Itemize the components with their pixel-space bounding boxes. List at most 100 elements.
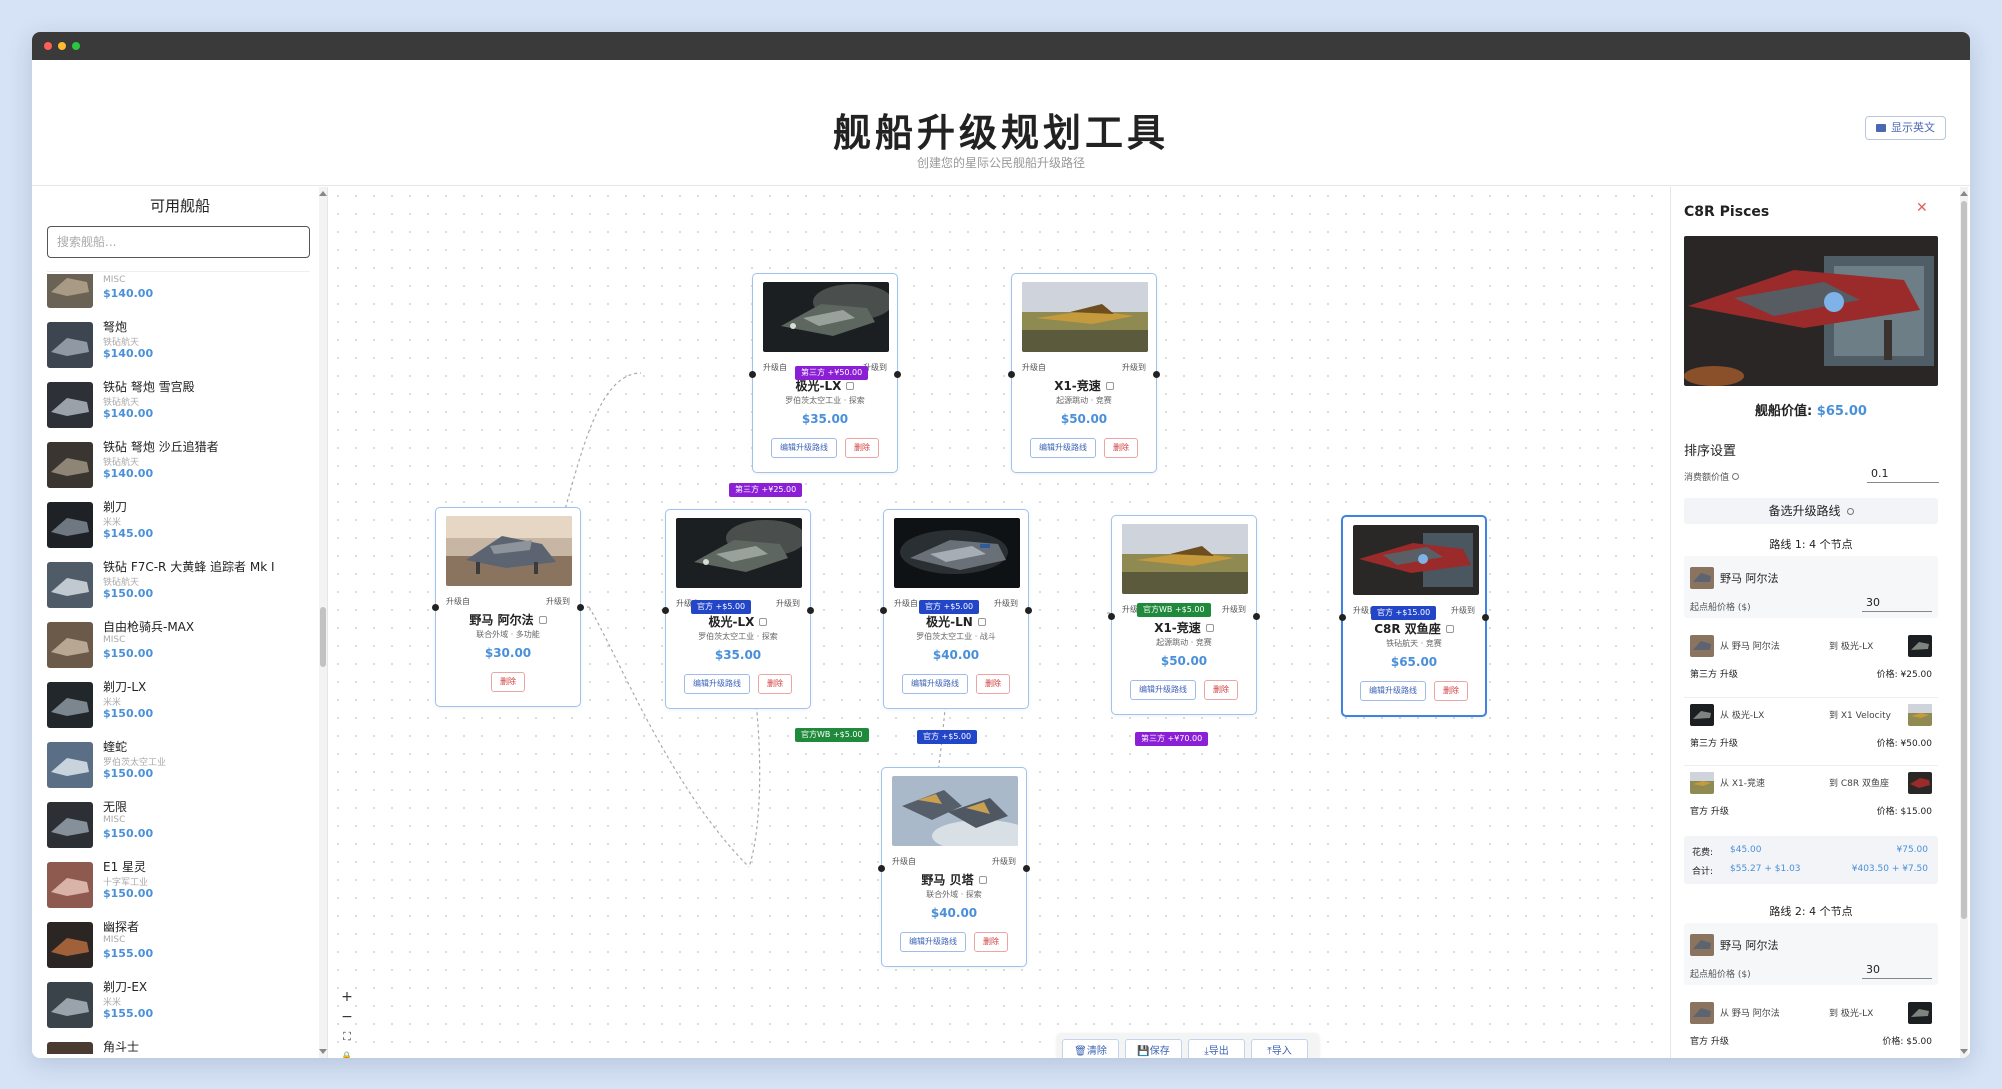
delete-node-button[interactable]: 删除 [1434,681,1468,701]
node-source-handle[interactable] [1153,371,1160,378]
scroll-up-arrow-icon[interactable] [1960,191,1968,196]
export-button[interactable]: ⤓导出 [1188,1039,1245,1058]
delete-node-button[interactable]: 删除 [1204,680,1238,700]
delete-node-button[interactable]: 删除 [974,932,1008,952]
copy-icon[interactable] [1445,625,1454,633]
edge-label[interactable]: 官方 +$5.00 [691,600,752,614]
ship-node-mustang-beta[interactable]: 升级自 升级到 野马 贝塔 联合外域 · 探索 $40.00 编辑升级路线删除 [878,767,1030,967]
list-item[interactable]: 角斗士铁砧航天$155.00 [47,1038,307,1054]
detail-scroll-thumb[interactable] [1961,201,1967,919]
save-button[interactable]: 💾保存 [1125,1039,1182,1058]
node-target-handle[interactable] [1108,613,1115,620]
ratio-input[interactable] [1867,465,1939,483]
node-target-handle[interactable] [662,607,669,614]
show-english-button[interactable]: 显示英文 [1865,116,1946,140]
node-source-handle[interactable] [1482,614,1489,621]
node-target-handle[interactable] [1008,371,1015,378]
edge-label[interactable]: 官方 +$5.00 [917,730,978,744]
close-window-button[interactable] [44,42,52,50]
copy-icon[interactable] [846,382,855,390]
delete-node-button[interactable]: 删除 [491,672,525,692]
node-target-handle[interactable] [432,604,439,611]
clear-button[interactable]: 🗑清除 [1062,1039,1119,1058]
detail-scrollbar[interactable] [1960,187,1968,1058]
step-from: 从 X1-竞速 [1720,779,1766,789]
scroll-down-arrow-icon[interactable] [1960,1049,1968,1054]
node-target-handle[interactable] [1339,614,1346,621]
close-icon[interactable]: ✕ [1916,200,1928,216]
info-icon[interactable] [1732,473,1740,480]
edge-label[interactable]: 第三方 +¥25.00 [729,483,803,497]
edit-route-button[interactable]: 编辑升级路线 [771,438,837,458]
copy-icon[interactable] [1105,382,1114,390]
ship-node-x1-top[interactable]: 升级自 升级到 X1-竞速 起源跳动 · 竞赛 $50.00 编辑升级路线删除 [1008,273,1160,473]
list-item[interactable]: 铁砧 弩炮 沙丘追猎者铁砧航天$140.00 [47,438,307,498]
list-item[interactable]: MISC$140.00 [47,274,307,318]
ship-node-aurora-lx-mid[interactable]: 升级自 升级到 极光-LX 罗伯茨太空工业 · 探索 $35.00 编辑升级路线… [662,509,814,709]
edit-route-button[interactable]: 编辑升级路线 [1360,681,1426,701]
copy-icon[interactable] [759,618,768,626]
list-item[interactable]: 蝰蛇罗伯茨太空工业$150.00 [47,738,307,798]
zoom-out-button[interactable]: − [341,1009,353,1025]
ship-node-mustang-alpha[interactable]: 升级自 升级到 野马 阿尔法 联合外域 · 多功能 $30.00 删除 [432,507,584,707]
node-source-handle[interactable] [1025,607,1032,614]
flow-canvas[interactable]: 升级自 升级到 野马 阿尔法 联合外域 · 多功能 $30.00 删除 升级自 … [329,187,1669,1058]
edge-label[interactable]: 第三方 +¥70.00 [1135,732,1209,746]
import-button[interactable]: ⤒导入 [1251,1039,1308,1058]
lock-icon[interactable]: 🔒 [341,1052,353,1058]
node-source-handle[interactable] [807,607,814,614]
delete-node-button[interactable]: 删除 [845,438,879,458]
list-item[interactable]: 剃刀米米$145.00 [47,498,307,558]
ship-thumbnail [1690,635,1714,657]
edge-label[interactable]: 第三方 +¥50.00 [795,366,869,380]
list-item[interactable]: 铁砧 弩炮 雪宫殿铁砧航天$140.00 [47,378,307,438]
node-source-handle[interactable] [577,604,584,611]
delete-node-button[interactable]: 删除 [976,674,1010,694]
sidebar-scrollbar[interactable] [319,187,327,1058]
fit-view-button[interactable]: ⛶ [343,1030,351,1043]
node-source-handle[interactable] [894,371,901,378]
node-source-handle[interactable] [1253,613,1260,620]
sidebar-scroll-thumb[interactable] [320,607,326,667]
step-from: 从 野马 阿尔法 [1720,1009,1780,1019]
edit-route-button[interactable]: 编辑升级路线 [900,932,966,952]
delete-node-button[interactable]: 删除 [758,674,792,694]
start-price-input[interactable] [1862,961,1932,979]
scroll-down-arrow-icon[interactable] [319,1049,327,1054]
node-from-label: 升级自 [446,597,470,606]
info-icon[interactable] [1846,508,1854,515]
scroll-up-arrow-icon[interactable] [319,191,327,196]
start-price-input[interactable] [1862,594,1932,612]
edge-label[interactable]: 官方 +$15.00 [1371,606,1437,620]
list-item[interactable]: 弩炮铁砧航天$140.00 [47,318,307,378]
maximize-window-button[interactable] [72,42,80,50]
edge-label[interactable]: 官方WB +$5.00 [795,728,869,742]
edit-route-button[interactable]: 编辑升级路线 [684,674,750,694]
copy-icon[interactable] [538,616,547,624]
node-target-handle[interactable] [880,607,887,614]
edge-label[interactable]: 官方 +$5.00 [919,600,980,614]
delete-node-button[interactable]: 删除 [1104,438,1138,458]
node-target-handle[interactable] [878,865,885,872]
ship-search-input[interactable] [47,226,310,258]
edit-route-button[interactable]: 编辑升级路线 [902,674,968,694]
copy-icon[interactable] [978,876,987,884]
copy-icon[interactable] [977,618,986,626]
node-source-handle[interactable] [1023,865,1030,872]
node-target-handle[interactable] [749,371,756,378]
edge-label[interactable]: 官方WB +$5.00 [1137,603,1211,617]
edit-route-button[interactable]: 编辑升级路线 [1130,680,1196,700]
zoom-in-button[interactable]: + [341,989,353,1005]
save-icon: 💾 [1137,1046,1150,1057]
minimize-window-button[interactable] [58,42,66,50]
copy-icon[interactable] [1205,624,1214,632]
list-item[interactable]: E1 星灵十字军工业$150.00 [47,858,307,918]
edit-route-button[interactable]: 编辑升级路线 [1030,438,1096,458]
